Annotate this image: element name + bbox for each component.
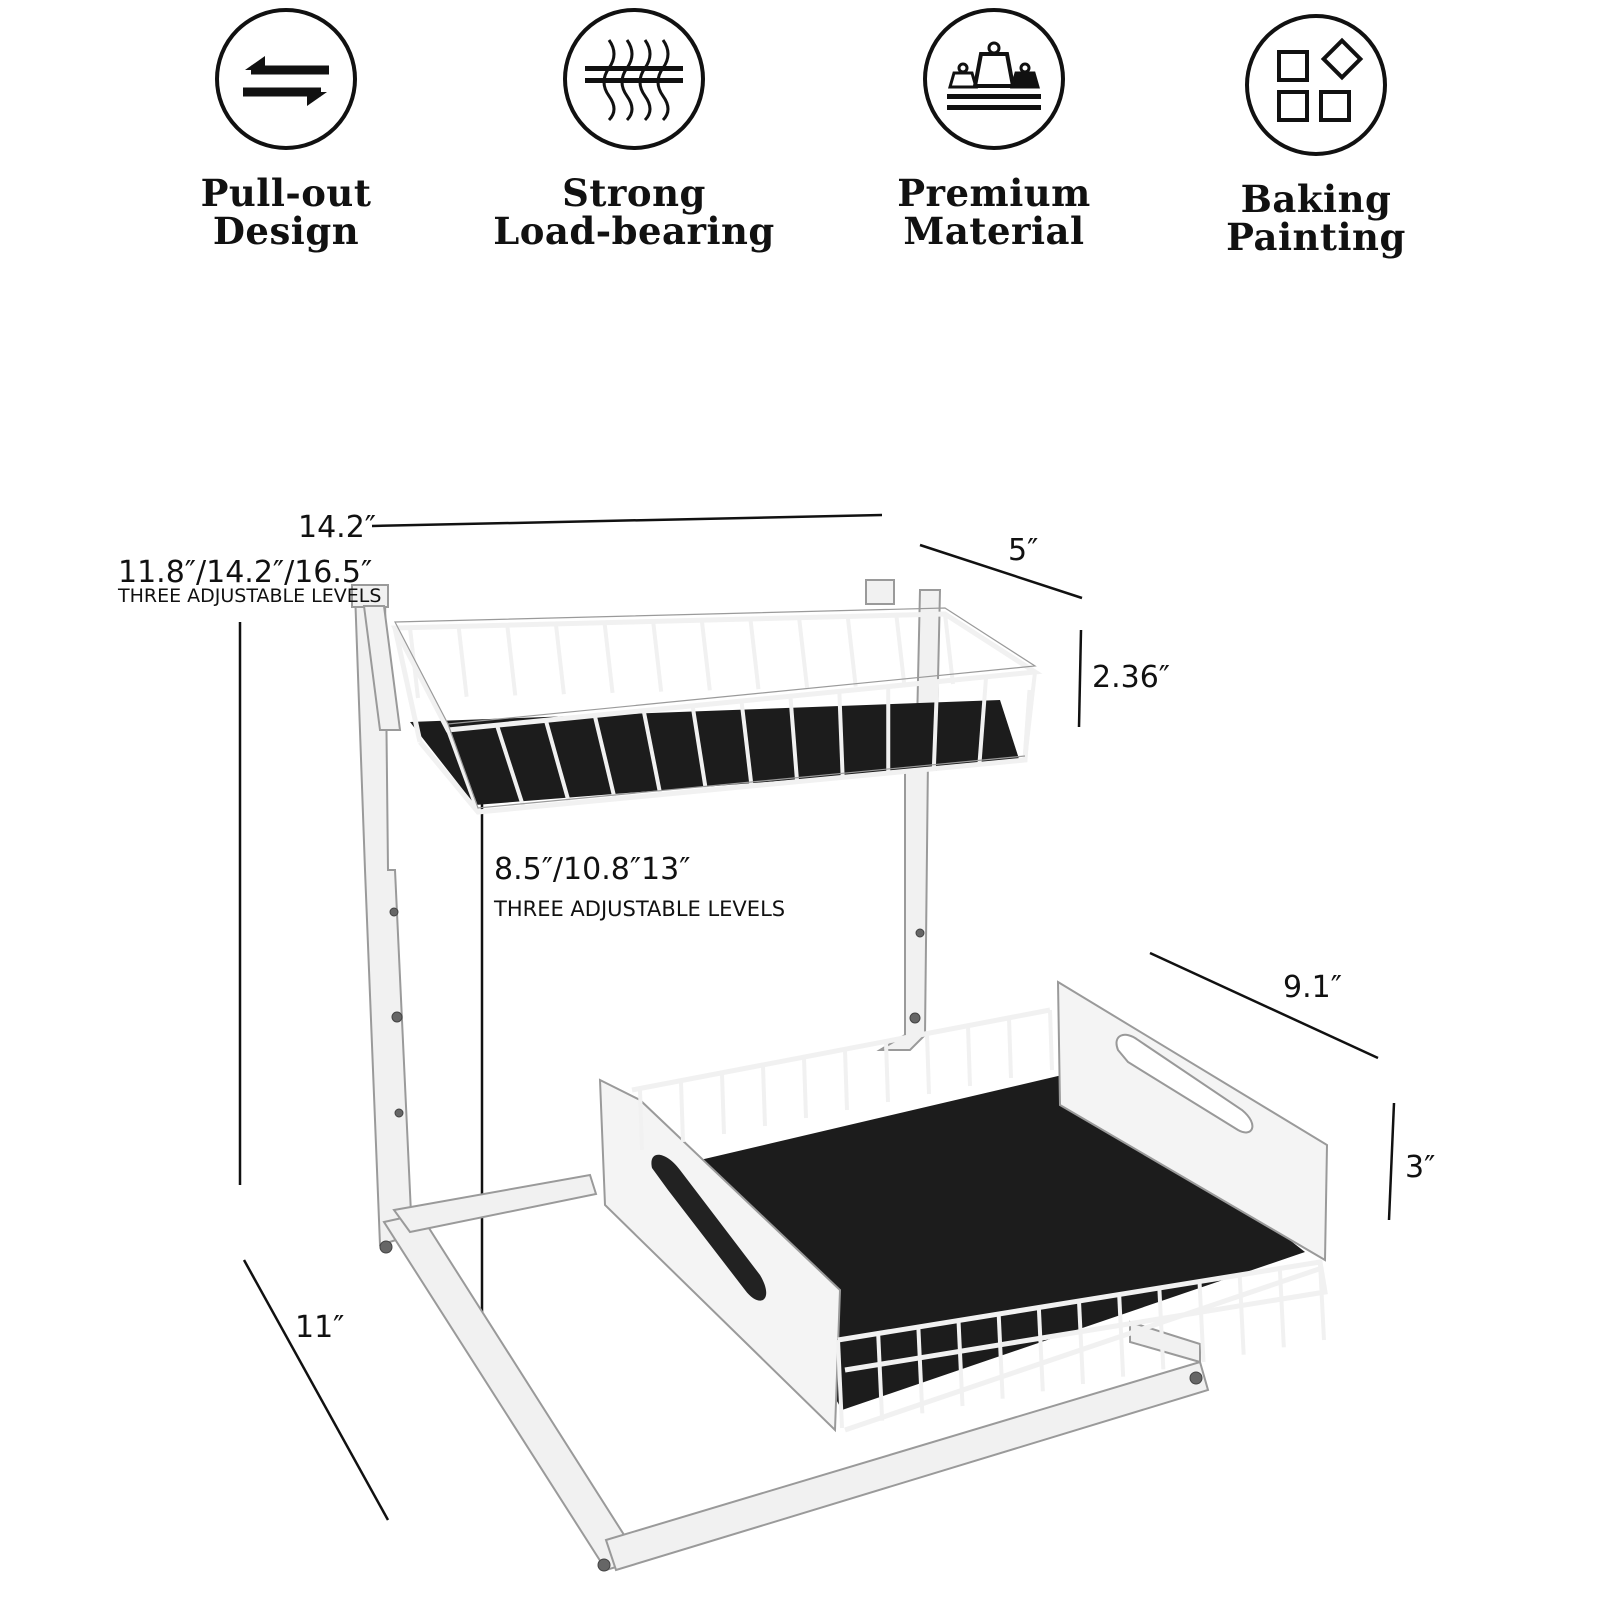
feature-label-line2: Design: [212, 209, 360, 253]
basket-wire: [679, 1081, 685, 1143]
basket-wire: [1077, 1300, 1085, 1385]
basket-wire: [996, 1313, 1005, 1399]
feature-label-line1: Premium: [897, 171, 1091, 215]
overall-height-label: 11.8″/14.2″/16.5″: [118, 555, 373, 590]
basket-wire: [788, 696, 800, 782]
basket-wire: [1007, 1017, 1013, 1079]
feature-load-bearing: Strong Load-bearing: [484, 6, 784, 250]
base-depth-line: [242, 1259, 390, 1521]
basket-wire: [843, 1049, 849, 1111]
bottom-basket-height-line: [1387, 1102, 1396, 1221]
rack-frame: [351, 579, 1210, 1572]
top-basket-height-label: 2.36″: [1092, 660, 1171, 695]
base-depth-label: 11″: [295, 1310, 345, 1345]
feature-premium-material: Premium Material: [844, 6, 1144, 250]
basket-wire: [802, 1057, 808, 1119]
basket-wire: [836, 1339, 844, 1429]
basket-wire: [761, 1065, 767, 1127]
basket-wire: [1048, 1009, 1054, 1071]
basket-wire: [894, 615, 907, 686]
basket-wire: [956, 1320, 965, 1407]
overall-height-note: THREE ADJUSTABLE LEVELS: [118, 585, 382, 607]
basket-wire: [456, 626, 469, 697]
basket-wire: [977, 676, 989, 765]
basket-wire: [748, 618, 761, 690]
top-basket: [390, 607, 1043, 815]
shapes-grid-icon: [1245, 14, 1387, 156]
basket-wire: [690, 705, 708, 791]
basket-wire: [446, 729, 480, 813]
basket-wire: [916, 1326, 925, 1414]
bottom-basket: [598, 980, 1329, 1433]
shelf-gap-label: 8.5″/10.8″13″: [494, 852, 691, 887]
top-depth-label: 5″: [1008, 533, 1039, 568]
feature-pull-out: Pull-out Design: [136, 6, 436, 250]
basket-wire: [641, 710, 663, 796]
basket-wire: [602, 622, 615, 694]
basket-wire: [495, 724, 526, 809]
basket-wire: [1023, 671, 1037, 761]
feature-label-line2: Painting: [1226, 215, 1406, 259]
basket-wire: [739, 700, 754, 787]
basket-wire: [543, 719, 572, 804]
feature-label: Strong Load-bearing: [484, 174, 784, 250]
feature-label-line1: Pull-out: [200, 171, 372, 215]
basket-wire: [966, 1025, 972, 1087]
pull-out-arrows-icon: [215, 8, 357, 150]
frame-bolts: [379, 907, 1203, 1572]
basket-wire: [1197, 1281, 1206, 1363]
top-width-label: 14.2″: [298, 510, 377, 545]
feature-label: Pull-out Design: [136, 174, 436, 250]
basket-wire: [837, 691, 845, 778]
basket-wire: [1318, 1261, 1326, 1341]
basket-wire: [797, 617, 810, 689]
weights-on-scale-icon: [923, 8, 1065, 150]
top-depth-line: [919, 543, 1083, 600]
top-basket-height-line: [1077, 629, 1083, 728]
feature-label-line2: Material: [903, 209, 1085, 253]
load-bearing-waves-icon: [563, 8, 705, 150]
basket-wire: [943, 613, 955, 685]
dimension-lines: [238, 513, 1396, 1521]
feature-label: Premium Material: [844, 174, 1144, 250]
basket-wire: [720, 1073, 726, 1135]
shelf-gap-note: THREE ADJUSTABLE LEVELS: [494, 897, 786, 921]
bottom-width-label: 9.1″: [1283, 970, 1342, 1005]
basket-wire: [638, 1089, 644, 1151]
basket-wire: [1117, 1294, 1126, 1377]
basket-wire: [1277, 1268, 1286, 1348]
basket-wire: [1237, 1274, 1246, 1355]
basket-wire: [1157, 1287, 1166, 1370]
basket-wire: [845, 616, 858, 687]
feature-baking-painting: Baking Painting: [1166, 12, 1466, 256]
basket-wire: [925, 1033, 931, 1095]
top-width-line: [371, 513, 883, 528]
feature-label: Baking Painting: [1166, 180, 1466, 256]
basket-wire: [651, 621, 664, 692]
basket-wire: [553, 623, 566, 695]
bottom-basket-height-label: 3″: [1405, 1150, 1436, 1185]
basket-wire: [884, 1041, 890, 1103]
basket-wire: [699, 620, 712, 691]
feature-label-line1: Strong: [562, 171, 706, 215]
feature-label-line1: Baking: [1240, 177, 1392, 221]
basket-wire: [1036, 1307, 1045, 1392]
bottom-width-line: [1149, 951, 1379, 1060]
basket-wire: [408, 627, 420, 699]
basket-wire: [931, 681, 940, 769]
basket-wire: [876, 1333, 885, 1421]
feature-label-line2: Load-bearing: [493, 209, 775, 253]
basket-wire: [505, 625, 518, 696]
basket-wire: [592, 715, 617, 800]
